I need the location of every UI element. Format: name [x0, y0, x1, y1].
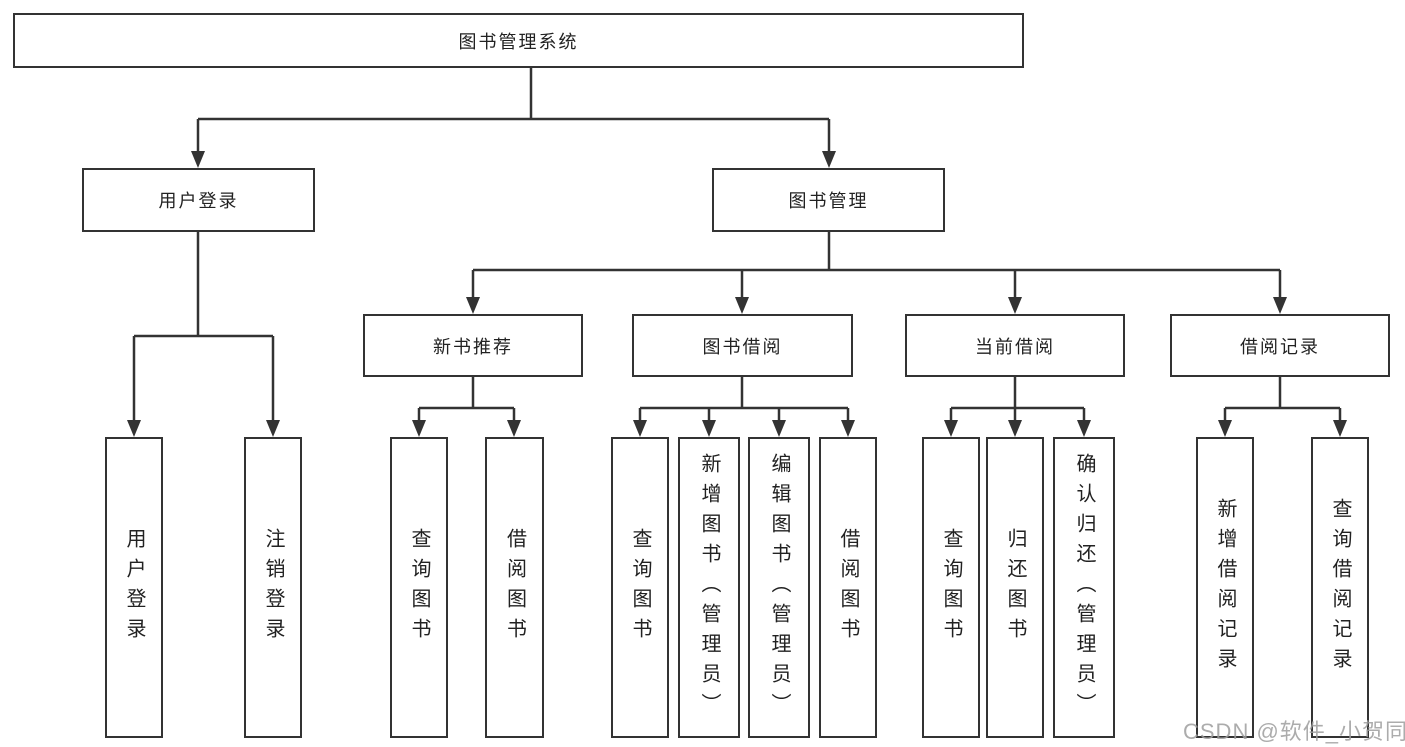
node-label: 查询图书: [408, 527, 430, 648]
leaf-bb-query-books: 查询图书: [611, 437, 669, 738]
node-label: 新书推荐: [433, 336, 513, 357]
node-label: 图书管理系统: [458, 31, 579, 52]
node-label: 注销登录: [262, 527, 284, 648]
csdn-watermark: CSDN @软件_小贺同学: [1183, 719, 1405, 744]
node-label: 用户登录: [158, 191, 239, 211]
node-new-book-recommendation: 新书推荐: [363, 314, 583, 377]
node-label: 图书借阅: [702, 336, 783, 357]
node-borrowing-records: 借阅记录: [1170, 314, 1390, 377]
leaf-bb-borrow-books: 借阅图书: [819, 437, 877, 738]
node-label: 图书管理: [788, 191, 869, 211]
node-label: 确认归还（管理员）: [1073, 452, 1095, 723]
leaf-bb-add-books-admin: 新增图书（管理员）: [678, 437, 740, 738]
leaf-rec-query-books: 查询图书: [390, 437, 448, 738]
node-label: 当前借阅: [975, 336, 1055, 357]
node-label: 查询图书: [629, 527, 651, 648]
leaf-bb-edit-books-admin: 编辑图书（管理员）: [748, 437, 810, 738]
leaf-cb-query-books: 查询图书: [922, 437, 980, 738]
node-book-management: 图书管理: [712, 168, 945, 232]
node-label: 查询借阅记录: [1329, 497, 1351, 678]
leaf-br-add-record: 新增借阅记录: [1196, 437, 1254, 738]
node-label: 借阅图书: [503, 527, 526, 648]
node-book-borrowing: 图书借阅: [632, 314, 853, 377]
leaf-cb-return-books: 归还图书: [986, 437, 1044, 738]
node-user-login: 用户登录: [82, 168, 315, 232]
node-label: 查询图书: [940, 527, 962, 648]
node-label: 归还图书: [1004, 527, 1026, 648]
leaf-logout-login: 注销登录: [244, 437, 302, 738]
node-label: 编辑图书（管理员）: [768, 452, 790, 723]
leaf-br-query-record: 查询借阅记录: [1311, 437, 1369, 738]
node-library-management-system: 图书管理系统: [13, 13, 1024, 68]
node-label: 新增借阅记录: [1214, 497, 1236, 678]
node-label: 新增图书（管理员）: [698, 452, 720, 723]
node-label: 借阅记录: [1240, 336, 1320, 357]
leaf-user-login: 用户登录: [105, 437, 163, 738]
leaf-cb-confirm-return-admin: 确认归还（管理员）: [1053, 437, 1115, 738]
leaf-rec-borrow-books: 借阅图书: [485, 437, 544, 738]
node-current-borrowing: 当前借阅: [905, 314, 1125, 377]
node-label: 借阅图书: [837, 527, 859, 648]
node-label: 用户登录: [123, 527, 145, 648]
